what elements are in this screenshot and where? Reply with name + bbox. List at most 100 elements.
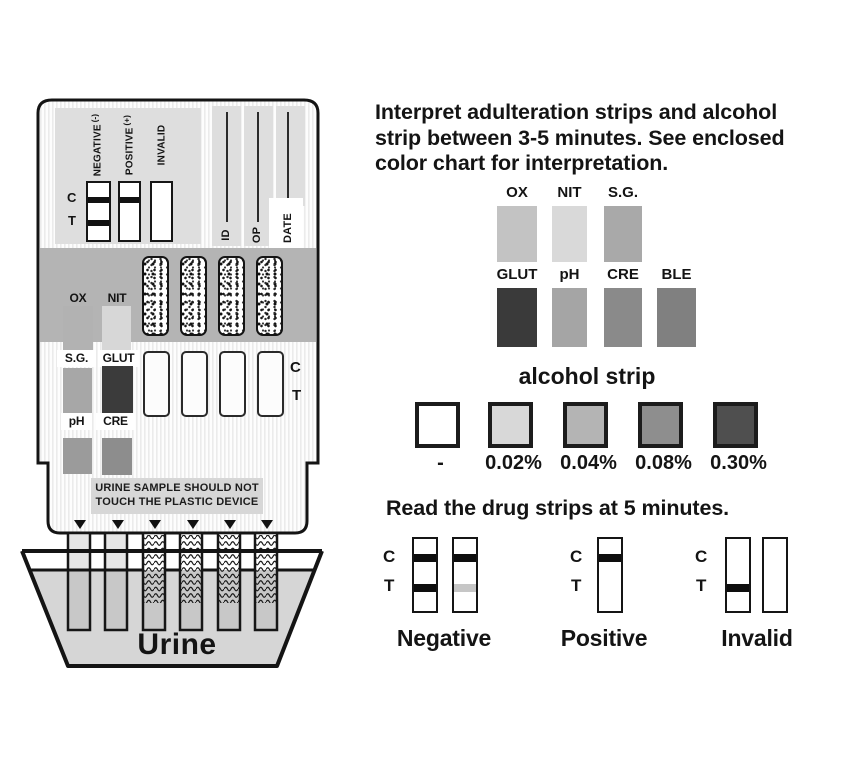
chart-cre-swatch (604, 288, 642, 347)
key-invalid-label: INVALID (156, 124, 168, 166)
device-t-label: T (292, 387, 302, 404)
op-field-label: OP (251, 226, 263, 244)
t-line (414, 584, 436, 592)
dip-strip-3 (141, 531, 167, 632)
chart-nit-label: NIT (557, 184, 582, 201)
arrow-icon (149, 520, 161, 529)
chart-sg-label: S.G. (607, 184, 638, 201)
t-line (727, 584, 749, 592)
date-field-column (276, 106, 305, 206)
alcohol-level-3-label: 0.08% (635, 452, 692, 474)
sample-pad-4 (256, 256, 283, 336)
device-drug-strip-2 (181, 351, 208, 417)
c-line (599, 554, 621, 562)
alcohol-level-0-label: - (437, 452, 444, 474)
arrow-icon (224, 520, 236, 529)
ph-swatch (63, 438, 92, 474)
warning-box: URINE SAMPLE SHOULD NOT TOUCH THE PLASTI… (91, 478, 263, 514)
chart-glut-label: GLUT (496, 266, 538, 283)
t-line (88, 220, 109, 226)
sample-pad-1 (142, 256, 169, 336)
dip-strip-4 (178, 531, 204, 632)
negative-strip-2 (452, 537, 478, 613)
negative-c-label: C (383, 547, 396, 566)
arrow-icon (187, 520, 199, 529)
alcohol-strip-title: alcohol strip (518, 363, 656, 389)
glut-label: GLUT (98, 350, 139, 367)
dip-strip-6 (253, 531, 279, 632)
nit-swatch (102, 306, 131, 350)
cup-label: Urine (137, 628, 217, 661)
chart-ox-swatch (497, 206, 537, 262)
sg-swatch (63, 368, 92, 413)
negative-strip-1 (412, 537, 438, 613)
positive-sign: (+) (122, 114, 132, 126)
dip-strip-5 (216, 531, 242, 632)
arrow-icon (261, 520, 273, 529)
c-line (120, 197, 139, 203)
date-field-line (287, 112, 289, 198)
device-c-label: C (290, 359, 301, 376)
arrow-icon (74, 520, 86, 529)
sample-pad-3 (218, 256, 245, 336)
key-c-label: C (67, 190, 77, 205)
warning-line-1: URINE SAMPLE SHOULD NOT (95, 482, 259, 494)
sample-pad-2 (180, 256, 207, 336)
ph-label: pH (61, 413, 92, 430)
interpret-heading-line-1: Interpret adulteration strips and alcoho… (375, 100, 778, 124)
positive-strip (597, 537, 623, 613)
c-line (454, 554, 476, 562)
c-line (414, 554, 436, 562)
warning-line-2: TOUCH THE PLASTIC DEVICE (95, 496, 259, 508)
chart-ph-swatch (552, 288, 587, 347)
ox-swatch (63, 306, 93, 350)
cup-outline (20, 549, 324, 668)
invalid-t-label: T (696, 576, 707, 595)
alcohol-level-4-label: 0.30% (710, 452, 767, 474)
alcohol-level-0-swatch (415, 402, 460, 448)
device-drug-strip-1 (143, 351, 170, 417)
invalid-strip-2 (762, 537, 788, 613)
device-drug-strip-4 (257, 351, 284, 417)
positive-result-label: Positive (560, 625, 648, 651)
key-t-label: T (68, 213, 76, 228)
op-field-line (257, 112, 259, 222)
glut-swatch (102, 366, 133, 413)
chart-ph-label: pH (559, 266, 580, 283)
interpret-heading-line-3: color chart for interpretation. (375, 151, 669, 175)
dip-strip-1 (66, 531, 92, 632)
chart-glut-swatch (497, 288, 537, 347)
key-strip-positive (118, 181, 141, 242)
chart-ble-label: BLE (661, 266, 692, 283)
ox-label: OX (69, 291, 87, 305)
device-drug-strip-3 (219, 351, 246, 417)
chart-sg-swatch (604, 206, 642, 262)
alcohol-level-1-swatch (488, 402, 533, 448)
alcohol-level-2-label: 0.04% (560, 452, 617, 474)
negative-result-label: Negative (396, 625, 492, 651)
invalid-strip-1 (725, 537, 751, 613)
negative-sign: (-) (90, 113, 100, 123)
nit-label: NIT (107, 291, 127, 305)
c-line (88, 197, 109, 203)
alcohol-level-4-swatch (713, 402, 758, 448)
key-strip-invalid (150, 181, 173, 242)
key-strip-negative (86, 181, 111, 242)
chart-ox-label: OX (506, 184, 528, 201)
id-field-label: ID (220, 229, 232, 241)
invalid-result-label: Invalid (721, 625, 793, 651)
dip-strip-2 (103, 531, 129, 632)
interpret-heading-line-2: strip between 3-5 minutes. See enclosed (375, 125, 785, 150)
arrow-icon (112, 520, 124, 529)
invalid-c-label: C (695, 547, 708, 566)
chart-nit-swatch (552, 206, 587, 262)
chart-cre-label: CRE (607, 266, 639, 283)
cre-swatch (102, 438, 132, 475)
alcohol-level-1-label: 0.02% (485, 452, 542, 474)
key-negative-label: NEGATIVE(-) (90, 113, 104, 177)
cre-label: CRE (96, 413, 135, 430)
interpret-heading: Interpret adulteration strips and alcoho… (375, 100, 785, 177)
sg-label: S.G. (57, 350, 96, 367)
date-label-patch (269, 198, 303, 256)
t-line-faint (454, 584, 476, 592)
